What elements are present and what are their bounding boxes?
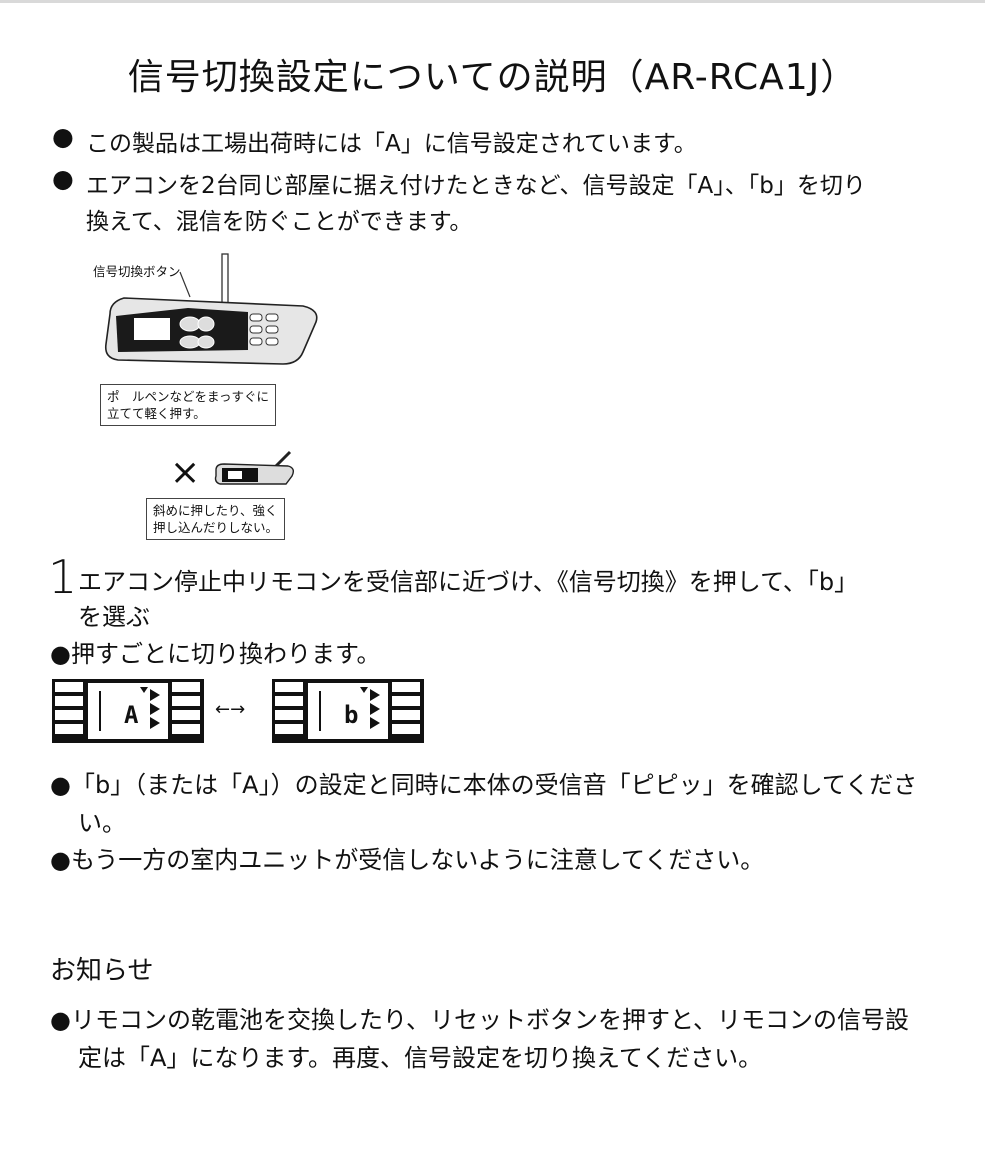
notice-line-1: ●リモコンの乾電池を交換したり、リセットボタンを押すと、リモコンの信号設 bbox=[50, 1006, 910, 1034]
note-line-1: ●「b」（または「A」）の設定と同時に本体の受信音「ピピッ」を確認してくださ bbox=[50, 771, 918, 799]
intro-line-1: この製品は工場出荷時には「A」に信号設定されています。 bbox=[86, 131, 697, 157]
remote-illustration bbox=[104, 253, 318, 365]
step-note: ●押すごとに切り換わります。 bbox=[50, 640, 381, 668]
signal-button-label: 信号切換ボタン bbox=[93, 264, 181, 279]
page-title: 信号切換設定についての説明（AR-RCA1J） bbox=[127, 57, 858, 98]
note-line-3: ●もう一方の室内ユニットが受信しないように注意してください。 bbox=[50, 846, 765, 874]
remote-angled-illustration bbox=[214, 450, 295, 485]
toggle-arrow: ←→ bbox=[215, 699, 246, 720]
cross-icon: × bbox=[170, 452, 201, 493]
intro-line-2: エアコンを2台同じ部屋に据え付けたときなど、信号設定「A」、「b」を切り bbox=[86, 173, 866, 199]
display-b-char: b bbox=[344, 701, 358, 729]
top-divider bbox=[0, 0, 985, 3]
callout-wrong: 斜めに押したり、強く 押し込んだりしない。 bbox=[146, 498, 286, 540]
bullet-icon: ● bbox=[52, 164, 74, 193]
step-number: 1 bbox=[48, 550, 78, 604]
callout-correct: ポ ルペンなどをまっすぐに 立てて軽く押す。 bbox=[100, 384, 277, 426]
notice-heading: お知らせ bbox=[50, 956, 154, 986]
intro-line-3: 換えて、混信を防ぐことができます。 bbox=[86, 209, 473, 235]
display-b: b bbox=[272, 679, 424, 743]
note-line-2: い。 bbox=[78, 809, 126, 837]
step-text-line-2: を選ぶ bbox=[78, 603, 150, 631]
step-text-line-1: エアコン停止中リモコンを受信部に近づけ、《信号切換》を押して、「b」 bbox=[78, 568, 859, 596]
notice-line-2: 定は「A」になります。再度、信号設定を切り換えてください。 bbox=[78, 1044, 763, 1072]
bullet-icon: ● bbox=[52, 122, 74, 151]
display-a: A bbox=[52, 679, 204, 743]
display-a-char: A bbox=[124, 701, 139, 729]
